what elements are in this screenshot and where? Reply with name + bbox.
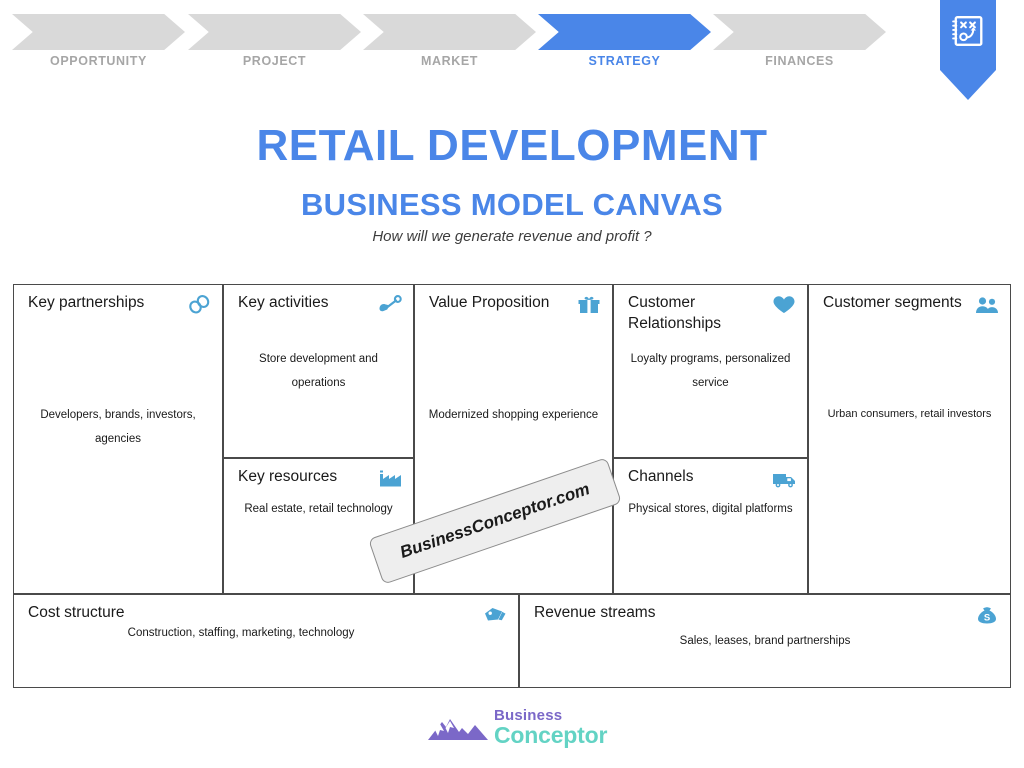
cell-title: Key resources (238, 468, 338, 485)
footer-word-business: Business (494, 707, 563, 724)
heart-icon (773, 296, 795, 313)
step-chevron-shape (538, 14, 711, 50)
svg-text:S: S (984, 613, 990, 624)
delivery-truck-icon (773, 474, 795, 488)
strategy-playbook-icon (952, 16, 983, 46)
footer-word-conceptor: Conceptor (494, 722, 608, 748)
step-label: FINANCES (765, 54, 834, 68)
canvas-cell-key-resources[interactable]: Key resources Real estate, retail techno… (223, 458, 414, 594)
canvas-cell-key-activities[interactable]: Key activities Store development and ope… (223, 284, 414, 458)
step-opportunity[interactable]: OPPORTUNITY (12, 14, 185, 68)
cell-body: Urban consumers, retail investors (827, 408, 992, 420)
step-label: PROJECT (242, 54, 307, 68)
cell-body: Real estate, retail technology (244, 503, 393, 515)
page-subtitle: BUSINESS MODEL CANVAS (301, 187, 723, 223)
step-finances[interactable]: FINANCES (713, 14, 886, 68)
cell-body: Store development and operations (259, 353, 378, 390)
cell-title: Value Proposition (429, 294, 550, 311)
canvas-cell-channels[interactable]: Channels Physical stores, digital platfo… (613, 458, 808, 594)
cell-body: Physical stores, digital platforms (628, 503, 793, 515)
step-chevron-shape (363, 14, 536, 50)
cell-title: Cost structure (28, 604, 125, 621)
step-label: MARKET (420, 54, 479, 68)
step-chevron-shape (713, 14, 886, 50)
step-chevron-shape (12, 14, 185, 50)
cell-body: Developers, brands, investors, agencies (40, 409, 196, 446)
page-title: RETAIL DEVELOPMENT (256, 121, 768, 170)
step-label: OPPORTUNITY (50, 54, 147, 68)
canvas-cell-cost-structure[interactable]: Cost structure Construction, staffing, m… (13, 594, 519, 688)
cell-title: Customer Relationships (628, 294, 722, 332)
footer-wordmark: Business Conceptor (494, 708, 607, 747)
cell-title: Customer segments (823, 294, 962, 311)
cell-body: Loyalty programs, personalized service (630, 353, 791, 390)
chain-link-icon (189, 295, 210, 314)
step-label: STRATEGY (588, 54, 661, 68)
cell-title: Key activities (238, 294, 329, 311)
page-question: How will we generate revenue and profit … (372, 228, 652, 246)
canvas-cell-customer-relationships[interactable]: Customer Relationships Loyalty programs,… (613, 284, 808, 458)
step-project[interactable]: PROJECT (188, 14, 361, 68)
step-navigation: OPPORTUNITY PROJECT MARKET STRATEGY FINA… (0, 0, 1024, 110)
step-market[interactable]: MARKET (363, 14, 536, 68)
cell-title: Revenue streams (534, 604, 656, 621)
cell-body: Sales, leases, brand partnerships (679, 635, 851, 647)
money-bag-icon: S (978, 607, 996, 624)
cell-body: Construction, staffing, marketing, techn… (127, 627, 355, 639)
business-model-canvas: Key partnerships Developers, brands, inv… (13, 284, 1011, 688)
step-strategy[interactable]: STRATEGY (538, 14, 711, 68)
footer-logo: Business Conceptor (428, 706, 608, 748)
cell-body: Modernized shopping experience (428, 409, 599, 421)
title-block: RETAIL DEVELOPMENT BUSINESS MODEL CANVAS… (0, 121, 1024, 246)
price-tag-icon (485, 608, 506, 621)
shovel-icon (379, 295, 402, 312)
people-group-icon (976, 297, 998, 313)
mountains-icon (428, 719, 488, 740)
canvas-cell-key-partnerships[interactable]: Key partnerships Developers, brands, inv… (13, 284, 223, 594)
canvas-cell-revenue-streams[interactable]: Revenue streams S Sales, leases, brand p… (519, 594, 1011, 688)
gift-icon (578, 296, 600, 313)
cell-title: Key partnerships (28, 294, 145, 311)
factory-icon (380, 470, 401, 487)
step-chevron-shape (188, 14, 361, 50)
brand-banner (940, 0, 996, 100)
cell-title: Channels (628, 468, 694, 485)
canvas-cell-customer-segments[interactable]: Customer segments Urban consumers, retai… (808, 284, 1011, 594)
